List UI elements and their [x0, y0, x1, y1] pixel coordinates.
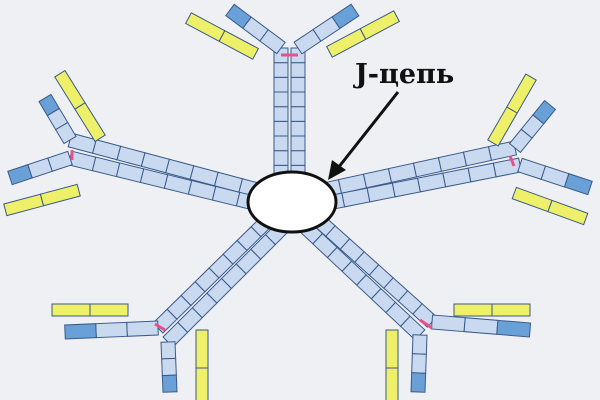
light-chain-segment	[491, 303, 531, 317]
heavy-chain-arm-segment	[331, 3, 360, 30]
light-chain-segment	[74, 102, 106, 143]
light-chain-segment	[51, 303, 91, 317]
j-chain-label: J-цепь	[353, 59, 454, 90]
light-chain-segment	[385, 329, 399, 369]
light-chain-segment	[453, 303, 493, 317]
j-chain-circle	[246, 170, 338, 234]
heavy-chain-arm-segment	[411, 353, 427, 374]
heavy-chain-arm-segment	[463, 317, 499, 335]
light-chain-segment	[218, 30, 260, 60]
heavy-chain-arm-segment	[161, 357, 177, 377]
heavy-chain-arm-segment	[532, 99, 557, 125]
heavy-chain-arm-segment	[161, 374, 178, 393]
light-chain-segment	[184, 12, 226, 42]
heavy-chain-arm-segment	[160, 341, 177, 360]
heavy-chain-segment	[467, 162, 497, 183]
heavy-chain-segment	[273, 150, 289, 166]
light-chain-segment	[195, 367, 209, 400]
heavy-chain-arm-segment	[411, 334, 428, 355]
heavy-chain-arm-segment	[7, 164, 33, 186]
heavy-chain-arm-segment	[517, 157, 547, 180]
heavy-chain-segment	[290, 135, 306, 152]
heavy-chain-segment	[273, 120, 289, 137]
j-chain-arrow	[328, 91, 400, 180]
light-chain-segment	[89, 303, 129, 317]
heavy-chain-arm-segment	[38, 93, 61, 117]
light-chain-segment	[385, 367, 399, 400]
heavy-chain-segment	[290, 62, 306, 78]
heavy-chain-segment	[273, 91, 289, 108]
light-chain-segment	[3, 193, 45, 217]
heavy-chain-segment	[290, 91, 306, 108]
heavy-chain-arm-segment	[225, 3, 252, 29]
heavy-chain-segment	[290, 76, 306, 93]
heavy-chain-arm-segment	[496, 319, 532, 338]
light-chains	[3, 10, 589, 400]
heavy-chain-arm-segment	[410, 372, 427, 393]
heavy-chain-arm-segment	[563, 173, 593, 196]
heavy-chain-segment	[290, 150, 306, 166]
heavy-chain-segment	[437, 151, 468, 172]
heavy-chain-arm-segment	[540, 165, 570, 188]
light-chain-segment	[511, 186, 553, 213]
heavy-chain-segment	[273, 135, 289, 152]
light-chain-segment	[195, 329, 209, 369]
heavy-chain-segment	[290, 120, 306, 137]
heavy-chain-arm-segment	[126, 320, 159, 337]
disulfide-bond	[508, 155, 516, 167]
heavy-chain-segment	[492, 157, 522, 178]
heavy-chain-segment	[91, 156, 121, 178]
heavy-chain-segment	[273, 62, 289, 78]
light-chain-segment	[39, 183, 81, 207]
heavy-chain-arm-segment	[95, 321, 128, 339]
heavy-chain-segment	[442, 167, 472, 188]
heavy-chain-segment	[290, 106, 306, 122]
light-chain-segment	[359, 10, 401, 40]
disulfide-bond	[154, 322, 166, 332]
heavy-chain-segment	[91, 139, 122, 161]
disulfide-bond	[419, 318, 433, 330]
light-chain-segment	[54, 69, 86, 110]
heavy-chain-segment	[462, 146, 493, 167]
heavy-chain-segment	[273, 76, 289, 93]
heavy-chains	[7, 3, 593, 393]
light-chain-segment	[506, 73, 537, 114]
heavy-chain-arm-segment	[64, 323, 97, 340]
heavy-chain-arm-segment	[430, 314, 466, 333]
disulfide-bonds	[70, 53, 516, 332]
light-chain-segment	[547, 199, 589, 226]
heavy-chain-segment	[273, 106, 289, 122]
